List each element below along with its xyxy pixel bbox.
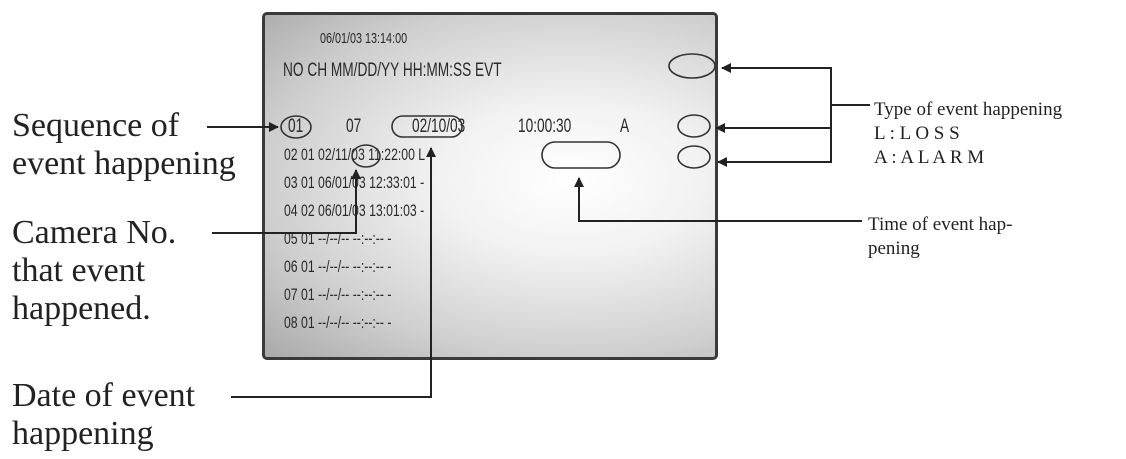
row1-no: 01: [288, 116, 304, 137]
callout-ellipse-camera: [351, 144, 381, 168]
callout-ellipse-type-a: [668, 53, 716, 79]
arrow-date: [231, 147, 436, 398]
screen-column-header: NO CH MM/DD/YY HH:MM:SS EVT: [283, 60, 502, 81]
arrow-time: [574, 177, 862, 222]
label-date: Date of event happening: [12, 377, 196, 452]
callout-ellipse-sequence: [280, 115, 312, 139]
label-camera-number: Camera No. that event happened.: [12, 214, 177, 327]
callout-ellipse-type-b: [677, 114, 711, 138]
row1-ch: 07: [346, 116, 362, 137]
callout-ellipse-time: [541, 141, 621, 169]
row1-date: 02/10/03: [412, 116, 466, 137]
screen-row: 06 01 --/--/-- --:--:-- -: [284, 257, 392, 276]
arrow-type-middle: [715, 105, 832, 133]
arrow-type-top: [721, 63, 870, 106]
callout-ellipse-date: [391, 115, 463, 138]
label-event-time: Time of event hap- pening: [868, 214, 1013, 259]
arrow-type-bottom: [717, 128, 832, 167]
screen-row: 08 01 --/--/-- --:--:-- -: [284, 313, 392, 332]
callout-ellipse-type-c: [677, 145, 711, 169]
arrow-camera: [212, 169, 361, 234]
label-sequence: Sequence of event happening: [12, 107, 236, 182]
screen-row: 04 02 06/01/03 13:01:03 -: [284, 201, 425, 220]
row1-evt: A: [620, 116, 630, 137]
row1-time: 10:00:30: [518, 116, 572, 137]
label-event-type: Type of event happening L : L O S S A : …: [874, 99, 1063, 168]
screen-row: 02 01 02/11/03 11:22:00 L: [284, 145, 426, 164]
screen-row: 03 01 06/01/03 12:33:01 -: [284, 173, 425, 192]
screen-row: 07 01 --/--/-- --:--:-- -: [284, 285, 392, 304]
screen-current-time: 06/01/03 13:14:00: [320, 30, 408, 47]
monitor-screen: [262, 12, 718, 360]
